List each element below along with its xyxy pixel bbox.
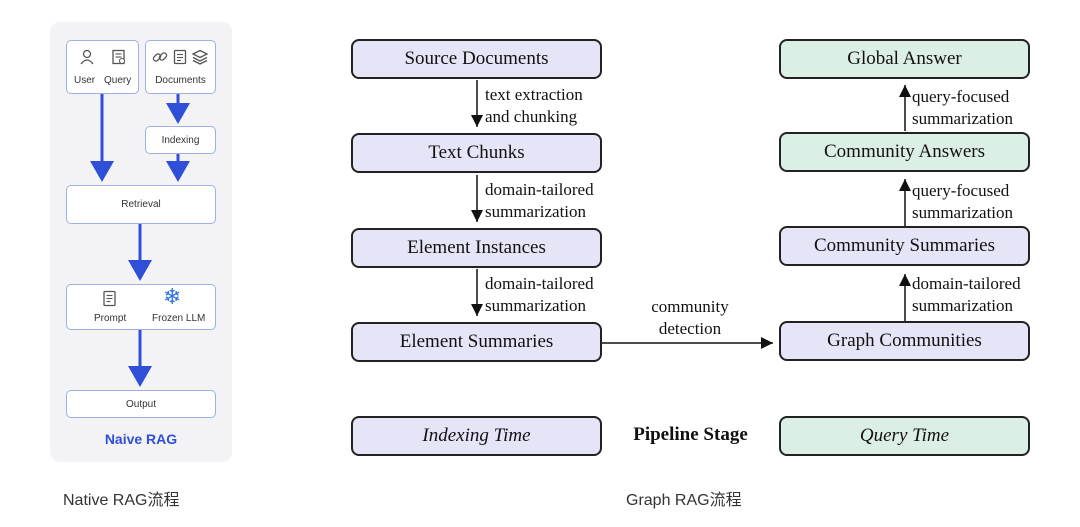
element-summaries-box: Element Summaries <box>351 322 602 362</box>
naive-rag-arrows <box>90 94 190 387</box>
edge-label-query-2: query-focused summarization <box>912 87 1014 128</box>
snowflake-icon: ❄ <box>163 284 182 309</box>
user-query-box: User Query <box>66 40 139 94</box>
query-label: Query <box>104 75 132 86</box>
retrieval-box: Retrieval <box>66 185 216 224</box>
output-box: Output <box>66 390 216 418</box>
legend-query-time: Query Time <box>779 416 1030 456</box>
document-icon <box>173 49 187 65</box>
legend-pipeline-stage: Pipeline Stage <box>633 424 748 445</box>
caption-graph-rag: Graph RAG流程 <box>626 492 742 509</box>
documents-label: Documents <box>155 75 206 86</box>
edge-label-community-detection: community detection <box>651 297 729 338</box>
user-icon <box>80 49 94 65</box>
retrieval-label: Retrieval <box>121 199 161 210</box>
text-chunks-box: Text Chunks <box>351 133 602 173</box>
edge-label-text-extraction: text extraction and chunking <box>485 85 583 126</box>
indexing-box: Indexing <box>145 126 216 154</box>
edge-label-domain-3: domain-tailored summarization <box>912 274 1021 315</box>
frozen-llm-label: Frozen LLM <box>152 313 206 324</box>
layers-icon <box>192 49 208 65</box>
global-answer-box: Global Answer <box>779 39 1030 79</box>
link-icon <box>152 52 168 62</box>
edge-label-domain-1: domain-tailored summarization <box>485 180 594 221</box>
output-label: Output <box>125 399 157 410</box>
naive-rag-panel: User Query Documents Indexing Retrieval <box>50 22 232 462</box>
caption-native-rag: Native RAG流程 <box>63 492 180 509</box>
query-icon <box>112 49 126 65</box>
user-label: User <box>74 75 96 86</box>
prompt-label: Prompt <box>94 313 127 324</box>
prompt-llm-box: ❄ Prompt Frozen LLM <box>66 284 216 330</box>
community-answers-box: Community Answers <box>779 132 1030 172</box>
graph-communities-box: Graph Communities <box>779 321 1030 361</box>
prompt-document-icon <box>103 290 116 307</box>
edge-label-domain-2: domain-tailored summarization <box>485 274 594 315</box>
source-documents-box: Source Documents <box>351 39 602 79</box>
community-summaries-box: Community Summaries <box>779 226 1030 266</box>
naive-rag-title: Naive RAG <box>104 431 178 447</box>
element-instances-box: Element Instances <box>351 228 602 268</box>
legend-indexing-time: Indexing Time <box>351 416 602 456</box>
edge-label-query-1: query-focused summarization <box>912 181 1014 222</box>
documents-box: Documents <box>145 40 216 94</box>
indexing-label: Indexing <box>161 135 200 146</box>
